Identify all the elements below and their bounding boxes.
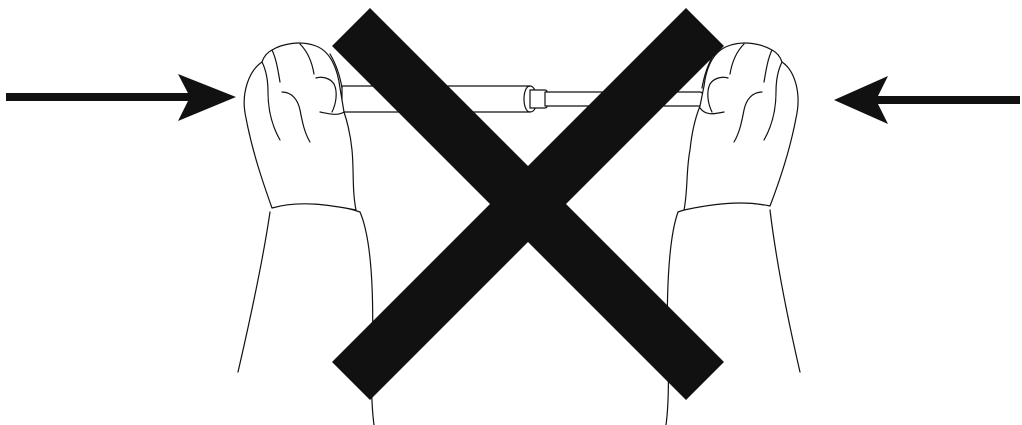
left-arrow-head bbox=[178, 74, 236, 121]
arrow-left-icon bbox=[834, 76, 1020, 124]
arrow-right-icon bbox=[6, 74, 236, 121]
left-hand bbox=[243, 42, 357, 211]
right-hand bbox=[683, 42, 799, 211]
left-sleeve bbox=[237, 202, 375, 425]
right-arrow-head bbox=[834, 76, 888, 124]
cross-stroke-up bbox=[332, 8, 724, 400]
cross-x-icon bbox=[332, 8, 724, 400]
